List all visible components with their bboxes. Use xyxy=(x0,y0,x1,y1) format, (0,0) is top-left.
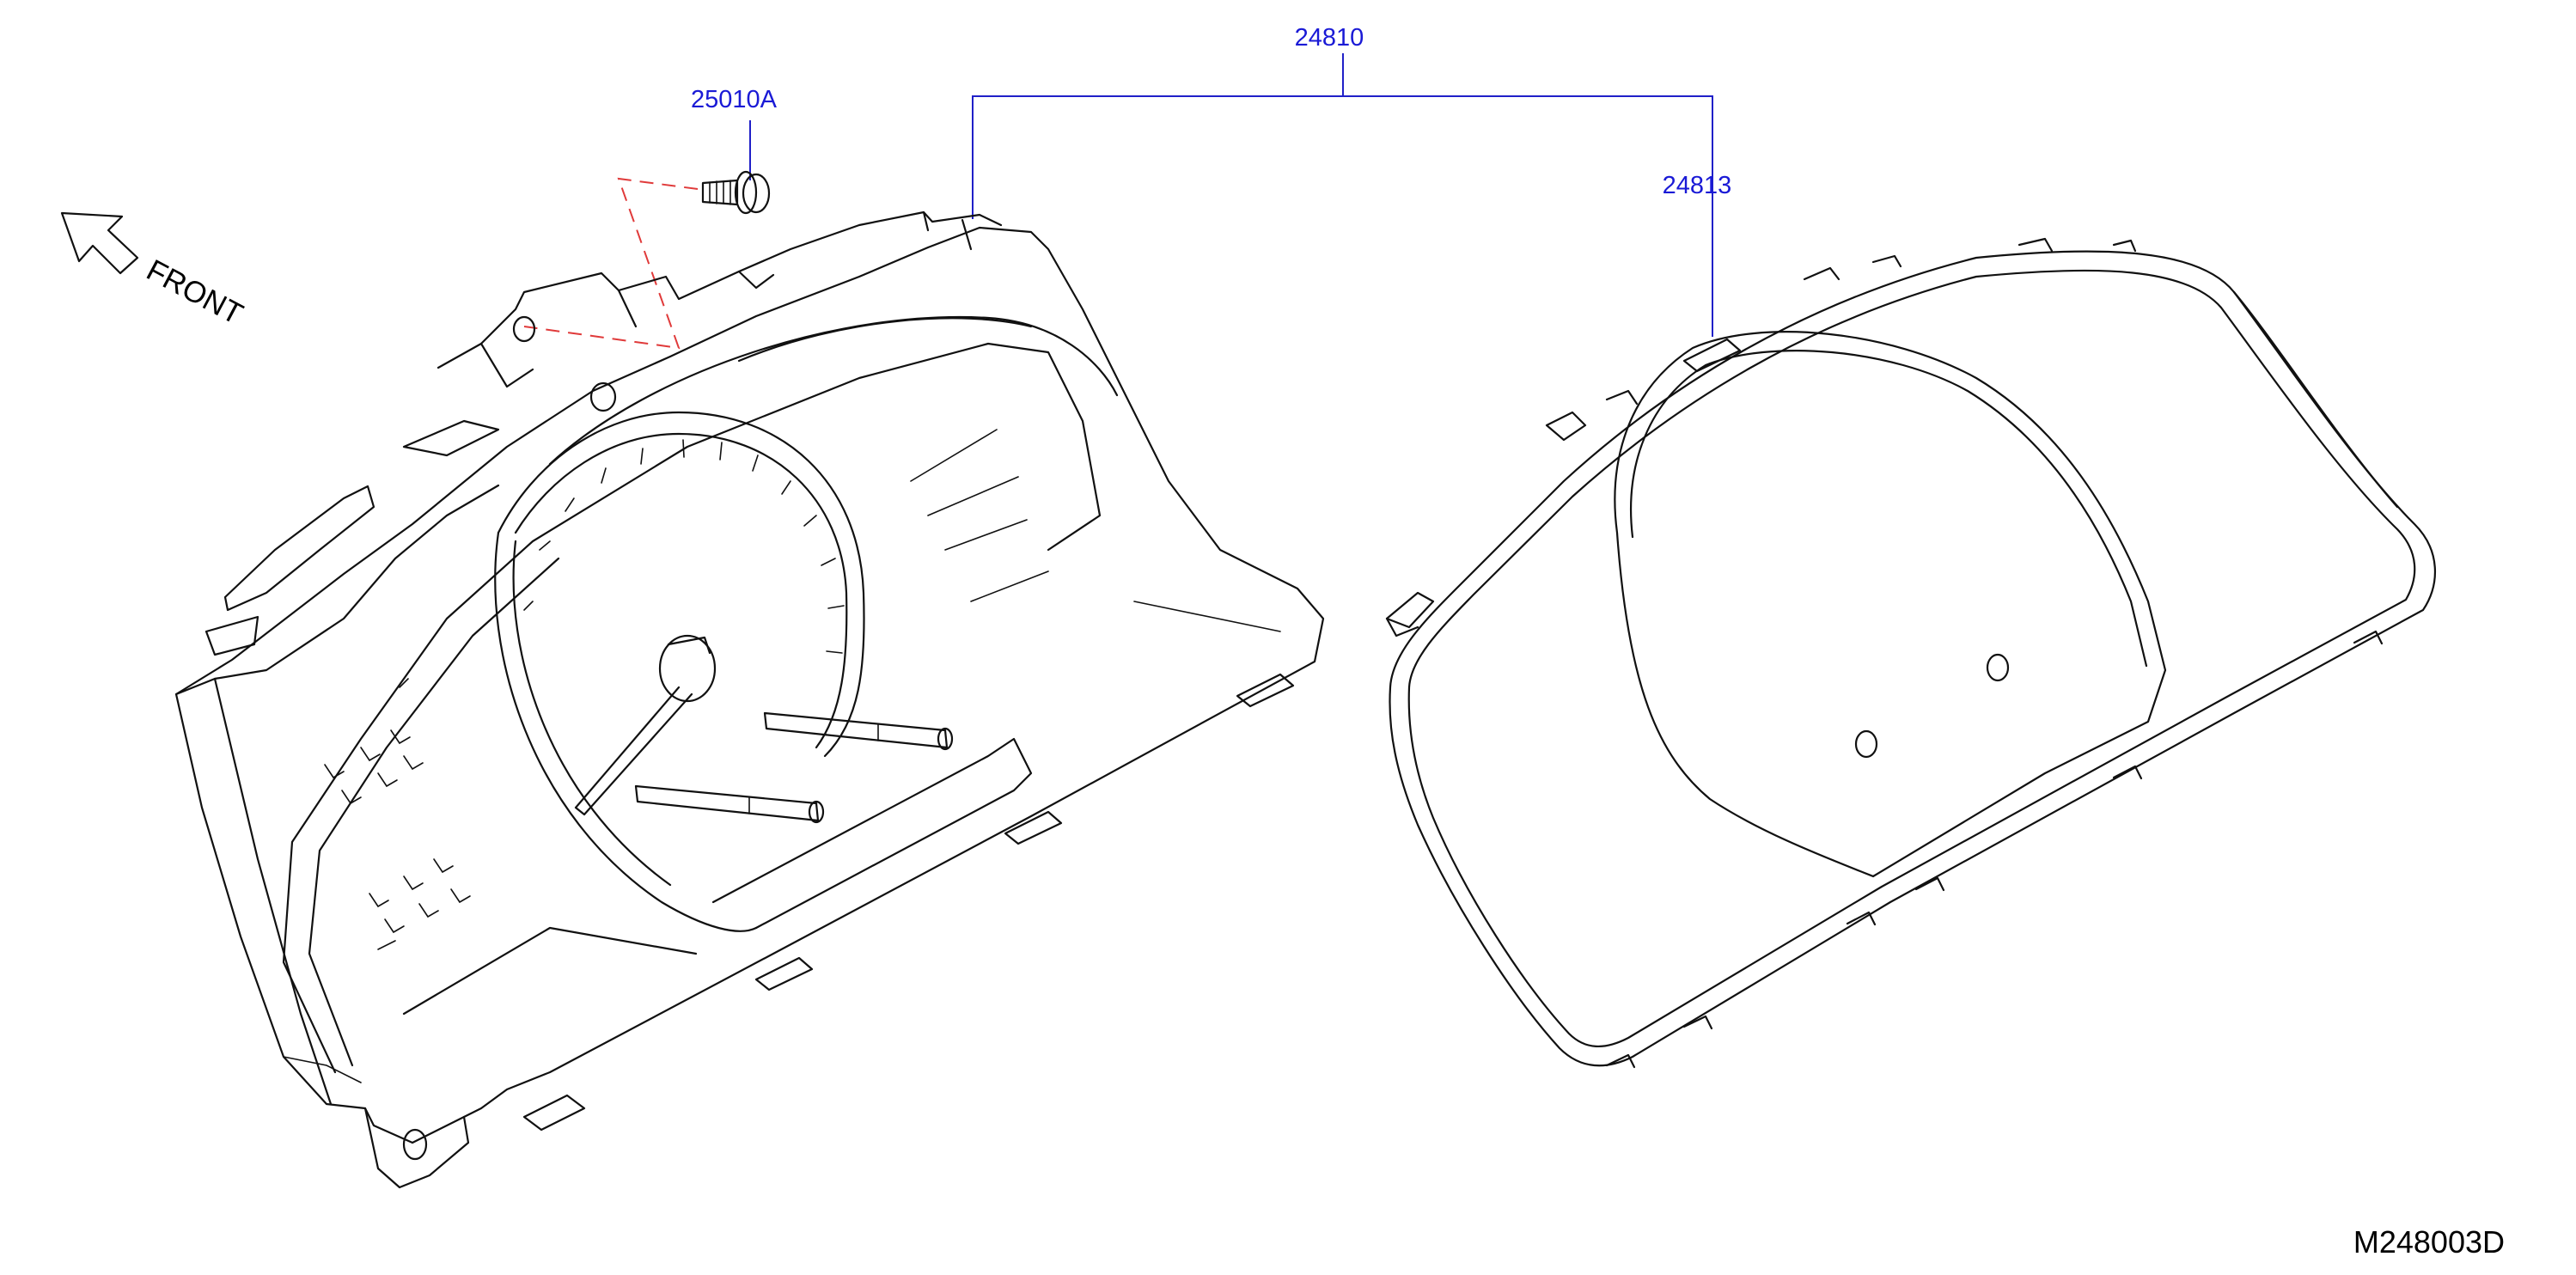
callout-24813: 24813 xyxy=(1663,172,1732,199)
callout-24810: 24810 xyxy=(1295,24,1364,52)
screw-25010a xyxy=(701,170,771,215)
warning-lamp-marks xyxy=(324,678,471,950)
front-label: FRONT xyxy=(141,253,248,332)
leader-24810-bracket xyxy=(972,95,1713,337)
installation-guide xyxy=(523,177,699,350)
callout-25010a: 25010A xyxy=(691,86,778,113)
gauge-ticks xyxy=(523,439,845,654)
cover-mount-hole xyxy=(1854,729,1878,759)
cover-mount-hole xyxy=(1986,653,2010,682)
arrow-up-left-icon xyxy=(60,211,139,275)
leader-lines xyxy=(749,53,1713,337)
drawing-id: M248003D xyxy=(2353,1224,2505,1260)
cover-clips xyxy=(1385,237,2137,638)
display-slats xyxy=(910,429,1281,632)
combination-meter-assembly xyxy=(174,210,1325,1189)
front-indicator: FRONT xyxy=(60,211,248,332)
meter-cover-24813 xyxy=(1385,237,2437,1069)
cover-bottom-clips xyxy=(1605,630,2384,1069)
